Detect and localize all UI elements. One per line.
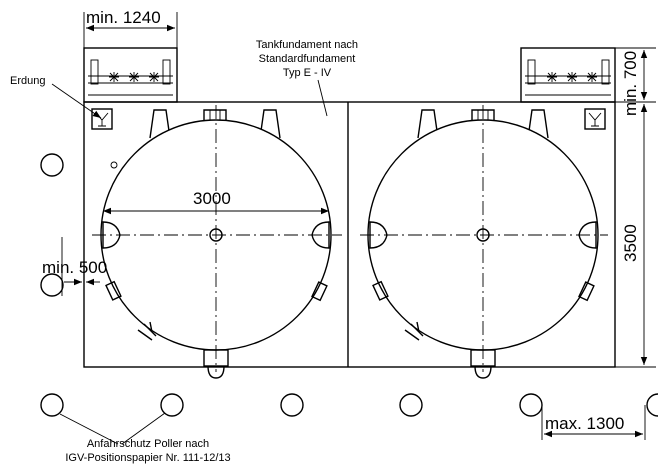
poller-note-line1: Anfahrschutz Poller nach — [87, 438, 209, 450]
bollard — [280, 393, 304, 417]
dim-top-width: min. 1240 — [83, 8, 178, 48]
dim-top-right-label: min. 700 — [621, 51, 640, 116]
dim-height: 3500 — [615, 101, 656, 368]
foundation-note-line2: Standardfundament — [259, 53, 356, 65]
dim-diameter-label: 3000 — [193, 189, 231, 208]
foundation-slab — [83, 101, 616, 368]
poller-callout: Anfahrschutz Poller nach IGV-Positionspa… — [59, 412, 231, 464]
foundation-note: Tankfundament nach Standardfundament Typ… — [256, 39, 358, 117]
bollard — [40, 273, 64, 297]
foundation-note-line3: Typ E - IV — [283, 67, 332, 79]
bollard — [519, 393, 543, 417]
grounding-icon — [91, 108, 113, 130]
left-tank — [92, 105, 342, 379]
foundation-note-line1: Tankfundament nach — [256, 39, 358, 51]
bollard — [40, 393, 64, 417]
dim-top-right: min. 700 — [615, 47, 656, 116]
erdung-callout: Erdung — [10, 75, 102, 119]
left-top-box — [83, 47, 178, 103]
right-top-box — [520, 47, 616, 103]
bollard — [399, 393, 423, 417]
erdung-label: Erdung — [10, 75, 45, 87]
dim-top-width-label: min. 1240 — [86, 8, 161, 27]
poller-note-line2: IGV-Positionspapier Nr. 111-12/13 — [65, 452, 230, 464]
right-tank — [360, 105, 608, 379]
bollard — [646, 393, 659, 417]
bollard — [160, 393, 184, 417]
dim-bollard-spacing: max. 1300 — [541, 405, 646, 440]
dim-bollard-spacing-label: max. 1300 — [545, 414, 624, 433]
dim-diameter: 3000 — [103, 189, 329, 215]
bollard — [40, 153, 64, 177]
dim-side-gap-label: min. 500 — [42, 258, 107, 277]
grounding-icon — [584, 108, 606, 130]
dim-height-label: 3500 — [621, 224, 640, 262]
dim-side-gap: min. 500 — [42, 237, 107, 296]
